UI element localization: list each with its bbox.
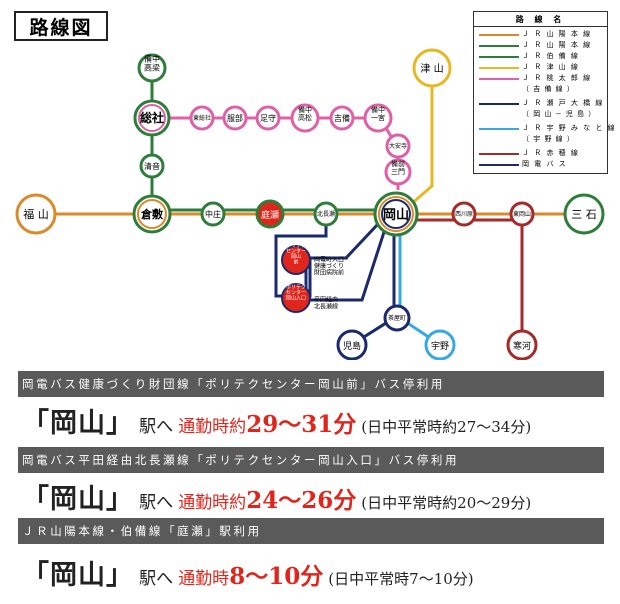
station-tsuyama[interactable]: 津 山 bbox=[412, 48, 452, 88]
station-ashimori[interactable]: 足守 bbox=[255, 105, 281, 131]
station-label: 岡山 bbox=[383, 207, 409, 223]
station-higashisoja[interactable]: 東総社 bbox=[189, 105, 215, 131]
access-line-1: 「岡山」 駅へ 通勤時約29～31分 (日中平常時約27～34分) bbox=[22, 401, 531, 440]
station-chayamachi[interactable]: 茶屋町 bbox=[383, 304, 411, 332]
bus-stop-polytech-mae[interactable]: ポリテクセンター岡山前 岡電町入口・健康づくり財団病院前 bbox=[281, 242, 350, 277]
legend-sub: （ 岡 山 − 児 島 ） bbox=[522, 110, 597, 118]
station-label: 東岡山 bbox=[513, 210, 531, 218]
station-label: 大安寺 bbox=[389, 142, 407, 150]
bus-stop-label: ポリテクセンター岡山前 bbox=[286, 242, 306, 266]
station-kitanagase[interactable]: 北長瀬 bbox=[313, 201, 339, 227]
station-bitchu-takamatsu[interactable]: 備中高松 bbox=[290, 103, 320, 133]
tsuyama-line bbox=[409, 68, 434, 207]
station-bitchu-ichinomiya[interactable]: 備中一宮 bbox=[363, 103, 393, 133]
station-label: 服部 bbox=[227, 113, 243, 123]
legend-item: Ｊ Ｒ 山 陽 本 線 bbox=[474, 40, 607, 51]
legend-item: Ｊ Ｒ 瀬 戸 大 橋 線 bbox=[474, 98, 607, 109]
access-label: 通勤時約 bbox=[178, 417, 247, 437]
access-offpeak: (日中平常時7～10分) bbox=[328, 570, 474, 588]
bus-stop-name: 平田経由北長瀬線 bbox=[314, 296, 338, 311]
bus-route-2 bbox=[304, 225, 388, 302]
station-kibitsu[interactable]: 吉備 bbox=[329, 105, 355, 131]
station-bizen-mikado[interactable]: 備前三門 bbox=[384, 158, 412, 186]
legend-item: 岡 電 バ ス bbox=[474, 159, 607, 170]
station-label: 備中一宮 bbox=[371, 105, 385, 122]
legend-item: Ｊ Ｒ 山 陽 本 線 bbox=[474, 29, 607, 40]
station-label: 備中高梁 bbox=[144, 54, 160, 73]
station-kurashiki[interactable]: 倉敷 bbox=[132, 194, 172, 234]
access-banner-2: 岡電バス平田経由北長瀬線「ポリテクセンター岡山入口」バス停利用 bbox=[18, 447, 604, 473]
station-okayama[interactable]: 岡山 bbox=[373, 191, 419, 237]
station-higashiokayama[interactable]: 東岡山 bbox=[509, 201, 535, 227]
station-soja[interactable]: 総社 bbox=[133, 99, 171, 137]
station-label: 総社 bbox=[140, 110, 164, 125]
station-label: 寒河 bbox=[513, 340, 531, 352]
station-label: 宇野 bbox=[431, 340, 449, 352]
station-nakasho[interactable]: 中庄 bbox=[200, 201, 226, 227]
station-label: 清音 bbox=[144, 161, 160, 171]
legend-title: 路 線 名 bbox=[474, 12, 607, 27]
station-label: 北長瀬 bbox=[317, 210, 335, 218]
station-bitchu-takahashi[interactable]: 備中高梁 bbox=[137, 53, 167, 83]
access-offpeak: (日中平常時約20～29分) bbox=[361, 494, 532, 512]
access-line-3: 「岡山」 駅へ 通勤時8～10分 (日中平常時7～10分) bbox=[22, 553, 474, 592]
station-label: 津 山 bbox=[420, 63, 443, 75]
legend-item: Ｊ Ｒ 津 山 線 bbox=[474, 62, 607, 73]
station-label: 東総社 bbox=[193, 114, 211, 122]
legend: 路 線 名 Ｊ Ｒ 山 陽 本 線 Ｊ Ｒ 山 陽 本 線 Ｊ Ｒ 伯 備 線 … bbox=[473, 11, 615, 174]
legend-sub: （ 吉 備 線 ） bbox=[522, 85, 575, 93]
station-kiyone[interactable]: 清音 bbox=[139, 153, 165, 179]
station-label: 吉備 bbox=[334, 113, 350, 123]
station-uno[interactable]: 宇野 bbox=[424, 329, 456, 360]
access-station: 「岡山」 bbox=[22, 484, 134, 515]
station-label: 三 石 bbox=[571, 208, 597, 221]
station-nishigawara[interactable]: 西川原 bbox=[451, 201, 477, 227]
station-label: 足守 bbox=[260, 113, 276, 123]
access-time: 8～10分 bbox=[229, 563, 324, 590]
station-niwase[interactable]: 庭瀬 bbox=[255, 199, 285, 229]
legend-item: Ｊ Ｒ 伯 備 線 bbox=[474, 51, 607, 62]
access-offpeak: (日中平常時約27～34分) bbox=[361, 418, 532, 436]
station-label: 福 山 bbox=[23, 207, 49, 221]
station-fukuyama[interactable]: 福 山 bbox=[15, 193, 57, 235]
access-time: 29～31分 bbox=[246, 411, 357, 438]
access-station: 「岡山」 bbox=[22, 560, 134, 591]
station-daianji[interactable]: 大安寺 bbox=[385, 133, 411, 159]
legend-item: Ｊ Ｒ 桃 太 郎 線 bbox=[474, 73, 607, 84]
access-station: 「岡山」 bbox=[22, 408, 134, 439]
access-banner-1: 岡電バス健康づくり財団線「ポリテクセンター岡山前」バス停利用 bbox=[18, 371, 604, 397]
legend-item: Ｊ Ｒ 赤 穂 線 bbox=[474, 148, 607, 159]
station-hattori[interactable]: 服部 bbox=[222, 105, 248, 131]
station-label: 庭瀬 bbox=[261, 209, 279, 221]
bus-stop-name: 岡電町入口・健康づくり財団病院前 bbox=[314, 256, 350, 276]
access-label: 通勤時約 bbox=[178, 493, 247, 513]
access-to: 駅へ bbox=[139, 417, 174, 437]
station-mitsuishi[interactable]: 三 石 bbox=[563, 193, 605, 235]
bus-stop-label: ポリテクセンター岡山入口 bbox=[286, 284, 306, 302]
access-to: 駅へ bbox=[139, 569, 174, 589]
access-label: 通勤時 bbox=[178, 569, 230, 589]
legend-item: Ｊ Ｒ 宇 野 み な と 線 bbox=[474, 123, 615, 134]
station-label: 児島 bbox=[343, 340, 361, 352]
access-time: 24～26分 bbox=[246, 487, 357, 514]
bus-stop-polytech-iriguchi[interactable]: ポリテクセンター岡山入口 平田経由北長瀬線 bbox=[281, 283, 338, 313]
map-title: 路線図 bbox=[14, 11, 108, 41]
access-line-2: 「岡山」 駅へ 通勤時約24～26分 (日中平常時約20～29分) bbox=[22, 477, 531, 516]
station-kojima[interactable]: 児島 bbox=[336, 329, 368, 360]
station-label: 備中高松 bbox=[298, 105, 312, 122]
legend-sub: （ 宇 野 線 ） bbox=[522, 135, 575, 143]
station-label: 西川原 bbox=[455, 211, 473, 218]
momotaro-line bbox=[152, 116, 400, 190]
station-label: 中庄 bbox=[205, 209, 221, 219]
station-ako[interactable]: 寒河 bbox=[506, 329, 538, 360]
access-to: 駅へ bbox=[139, 493, 174, 513]
station-label: 備前三門 bbox=[391, 159, 405, 176]
station-label: 倉敷 bbox=[140, 207, 164, 221]
route-map: 備中高梁 総社 清音 倉敷 福 山 中庄 庭瀬 北長瀬 岡山 西川原 bbox=[15, 48, 605, 360]
station-label: 茶屋町 bbox=[388, 314, 406, 322]
access-banner-3: ＪＲ山陽本線・伯備線「庭瀬」駅利用 bbox=[18, 518, 604, 544]
